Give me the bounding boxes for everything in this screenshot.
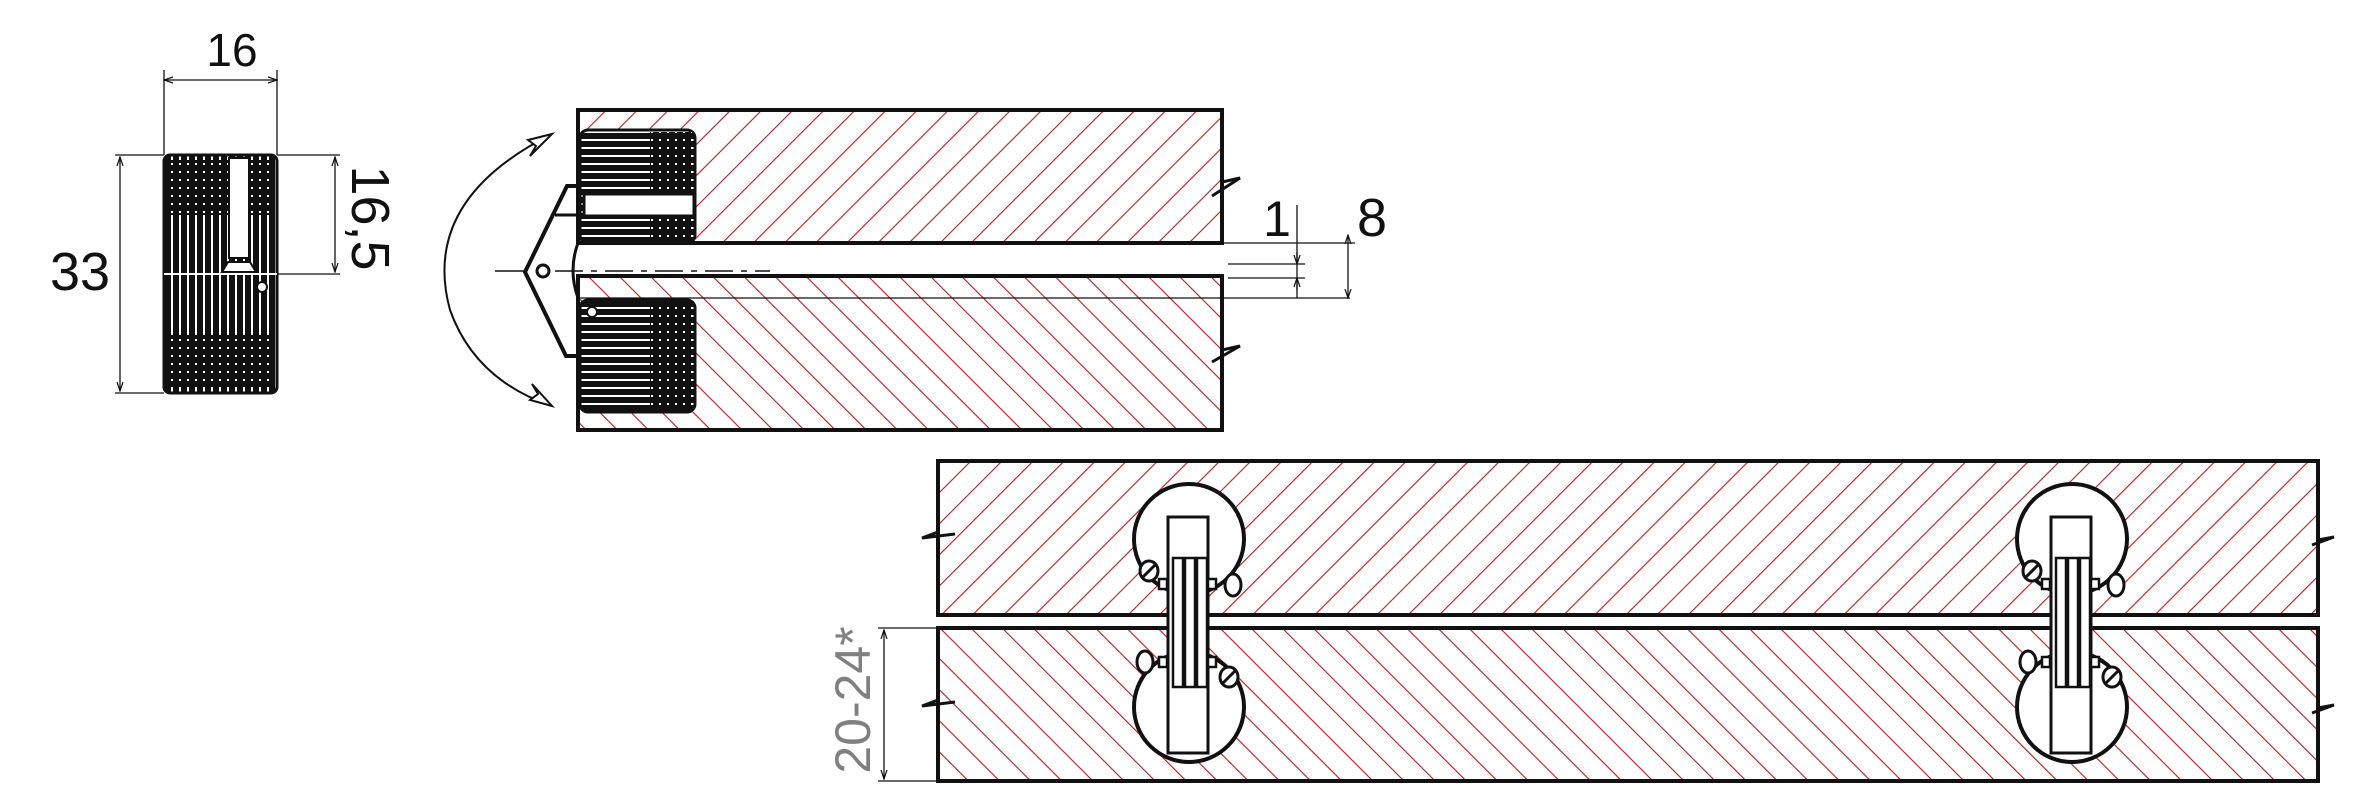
dim-width-label: 16 <box>206 24 257 76</box>
side-section-view: 1 8 <box>443 108 1387 432</box>
rotation-arrow <box>443 133 553 407</box>
dim-gap-label: 1 <box>1263 191 1291 247</box>
dim-half-label: 16,5 <box>340 165 400 270</box>
hinge-right <box>2015 482 2129 764</box>
hinge-left <box>1132 482 1246 764</box>
plan-section-view: 20-24* <box>825 459 2335 783</box>
dim-height-label: 33 <box>50 242 110 302</box>
dim-depth-label: 8 <box>1357 188 1387 248</box>
connector-front-view: 16 33 16,5 <box>50 24 400 395</box>
hinge-arm <box>522 184 578 358</box>
connector-slot <box>228 157 250 259</box>
dim-thickness-label: 20-24* <box>825 626 881 773</box>
